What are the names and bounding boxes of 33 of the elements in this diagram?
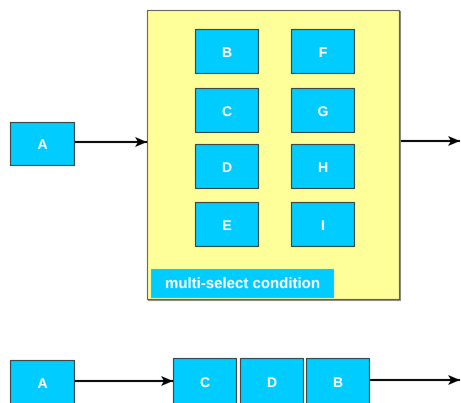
box-label: E: [222, 216, 232, 232]
box-label: H: [318, 158, 328, 174]
arrow: [370, 375, 460, 385]
condition-label-box: [151, 269, 334, 298]
box-label: F: [318, 44, 328, 60]
box-label: C: [200, 374, 210, 390]
process-box: [291, 144, 355, 189]
process-box: [240, 358, 304, 403]
box-label: A: [37, 136, 48, 152]
box-label: D: [222, 158, 232, 174]
arrow: [400, 136, 460, 146]
process-box: [10, 122, 75, 166]
box-label: G: [318, 102, 328, 118]
arrow: [75, 137, 147, 147]
process-box: [195, 88, 259, 133]
process-box: [195, 202, 259, 247]
box-label: B: [332, 374, 344, 390]
process-box: [291, 29, 355, 74]
box-label: I: [321, 216, 325, 232]
box-label: A: [37, 375, 48, 391]
box-label: multi-select condition: [164, 275, 320, 292]
box-label: C: [222, 102, 232, 118]
process-box: [306, 358, 370, 403]
process-box: [10, 360, 75, 403]
arrow: [75, 376, 173, 386]
process-box: [195, 29, 259, 74]
box-label: B: [222, 44, 232, 60]
process-box: [291, 202, 355, 247]
condition-panel: [147, 10, 400, 300]
box-label: D: [266, 374, 278, 390]
process-box: [291, 88, 355, 133]
process-box: [195, 144, 259, 189]
process-box: [173, 358, 237, 403]
